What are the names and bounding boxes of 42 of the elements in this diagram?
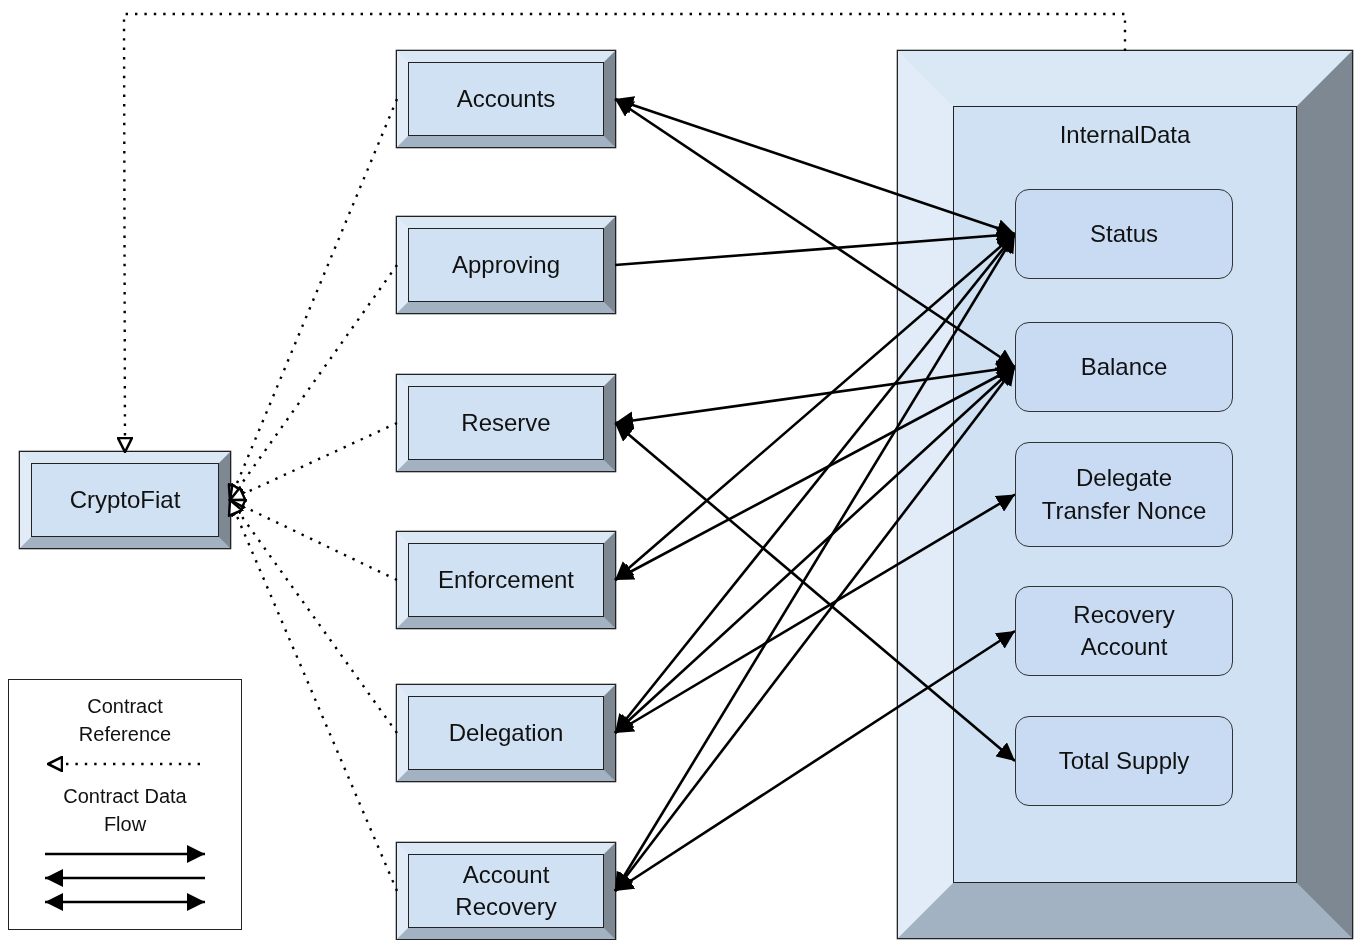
node-label: Status	[1088, 218, 1159, 249]
bevel-box	[397, 843, 615, 939]
arrow	[614, 360, 1016, 430]
node-label: Recovery Account	[1072, 599, 1176, 662]
node-label: Reserve	[460, 407, 552, 438]
dotted-arrow	[227, 498, 399, 892]
dotted-arrow	[228, 264, 398, 502]
node-label: Total Supply	[1057, 745, 1191, 776]
bevel-box	[397, 217, 615, 313]
data-box	[1015, 586, 1233, 676]
dotted-arrow	[228, 421, 398, 502]
data-box	[1015, 716, 1233, 806]
node-label: Accounts	[455, 83, 557, 114]
panel	[898, 51, 1352, 938]
node-label: CryptoFiat	[68, 484, 182, 515]
node-label: Balance	[1079, 351, 1169, 382]
bevel-box	[397, 51, 615, 147]
bevel-box	[397, 375, 615, 471]
legend-text: Contract Data Flow	[62, 784, 188, 837]
arrow	[614, 629, 1016, 893]
bevel-box	[397, 685, 615, 781]
arrow	[614, 493, 1016, 735]
node-label: Account Recovery	[454, 859, 558, 922]
dotted-arrow	[228, 498, 398, 734]
arrow	[613, 366, 1017, 892]
node-label: Delegation	[447, 717, 565, 748]
arrow	[614, 422, 1016, 762]
arrow	[614, 96, 1016, 237]
node-label: Enforcement	[436, 564, 576, 595]
panel-title: InternalData	[1058, 121, 1192, 149]
arrow	[614, 226, 1016, 267]
arrow	[614, 366, 1016, 734]
node-label: Delegate Transfer Nonce	[1040, 463, 1208, 526]
data-box	[1015, 189, 1233, 279]
bevel-box	[397, 532, 615, 628]
data-box	[1015, 442, 1233, 547]
dotted-arrow	[116, 12, 1127, 454]
data-box	[1015, 322, 1233, 412]
bevel-box	[20, 452, 230, 548]
node-label: Approving	[450, 249, 562, 280]
arrow	[614, 97, 1016, 369]
legend-text: Contract Reference	[77, 694, 173, 747]
